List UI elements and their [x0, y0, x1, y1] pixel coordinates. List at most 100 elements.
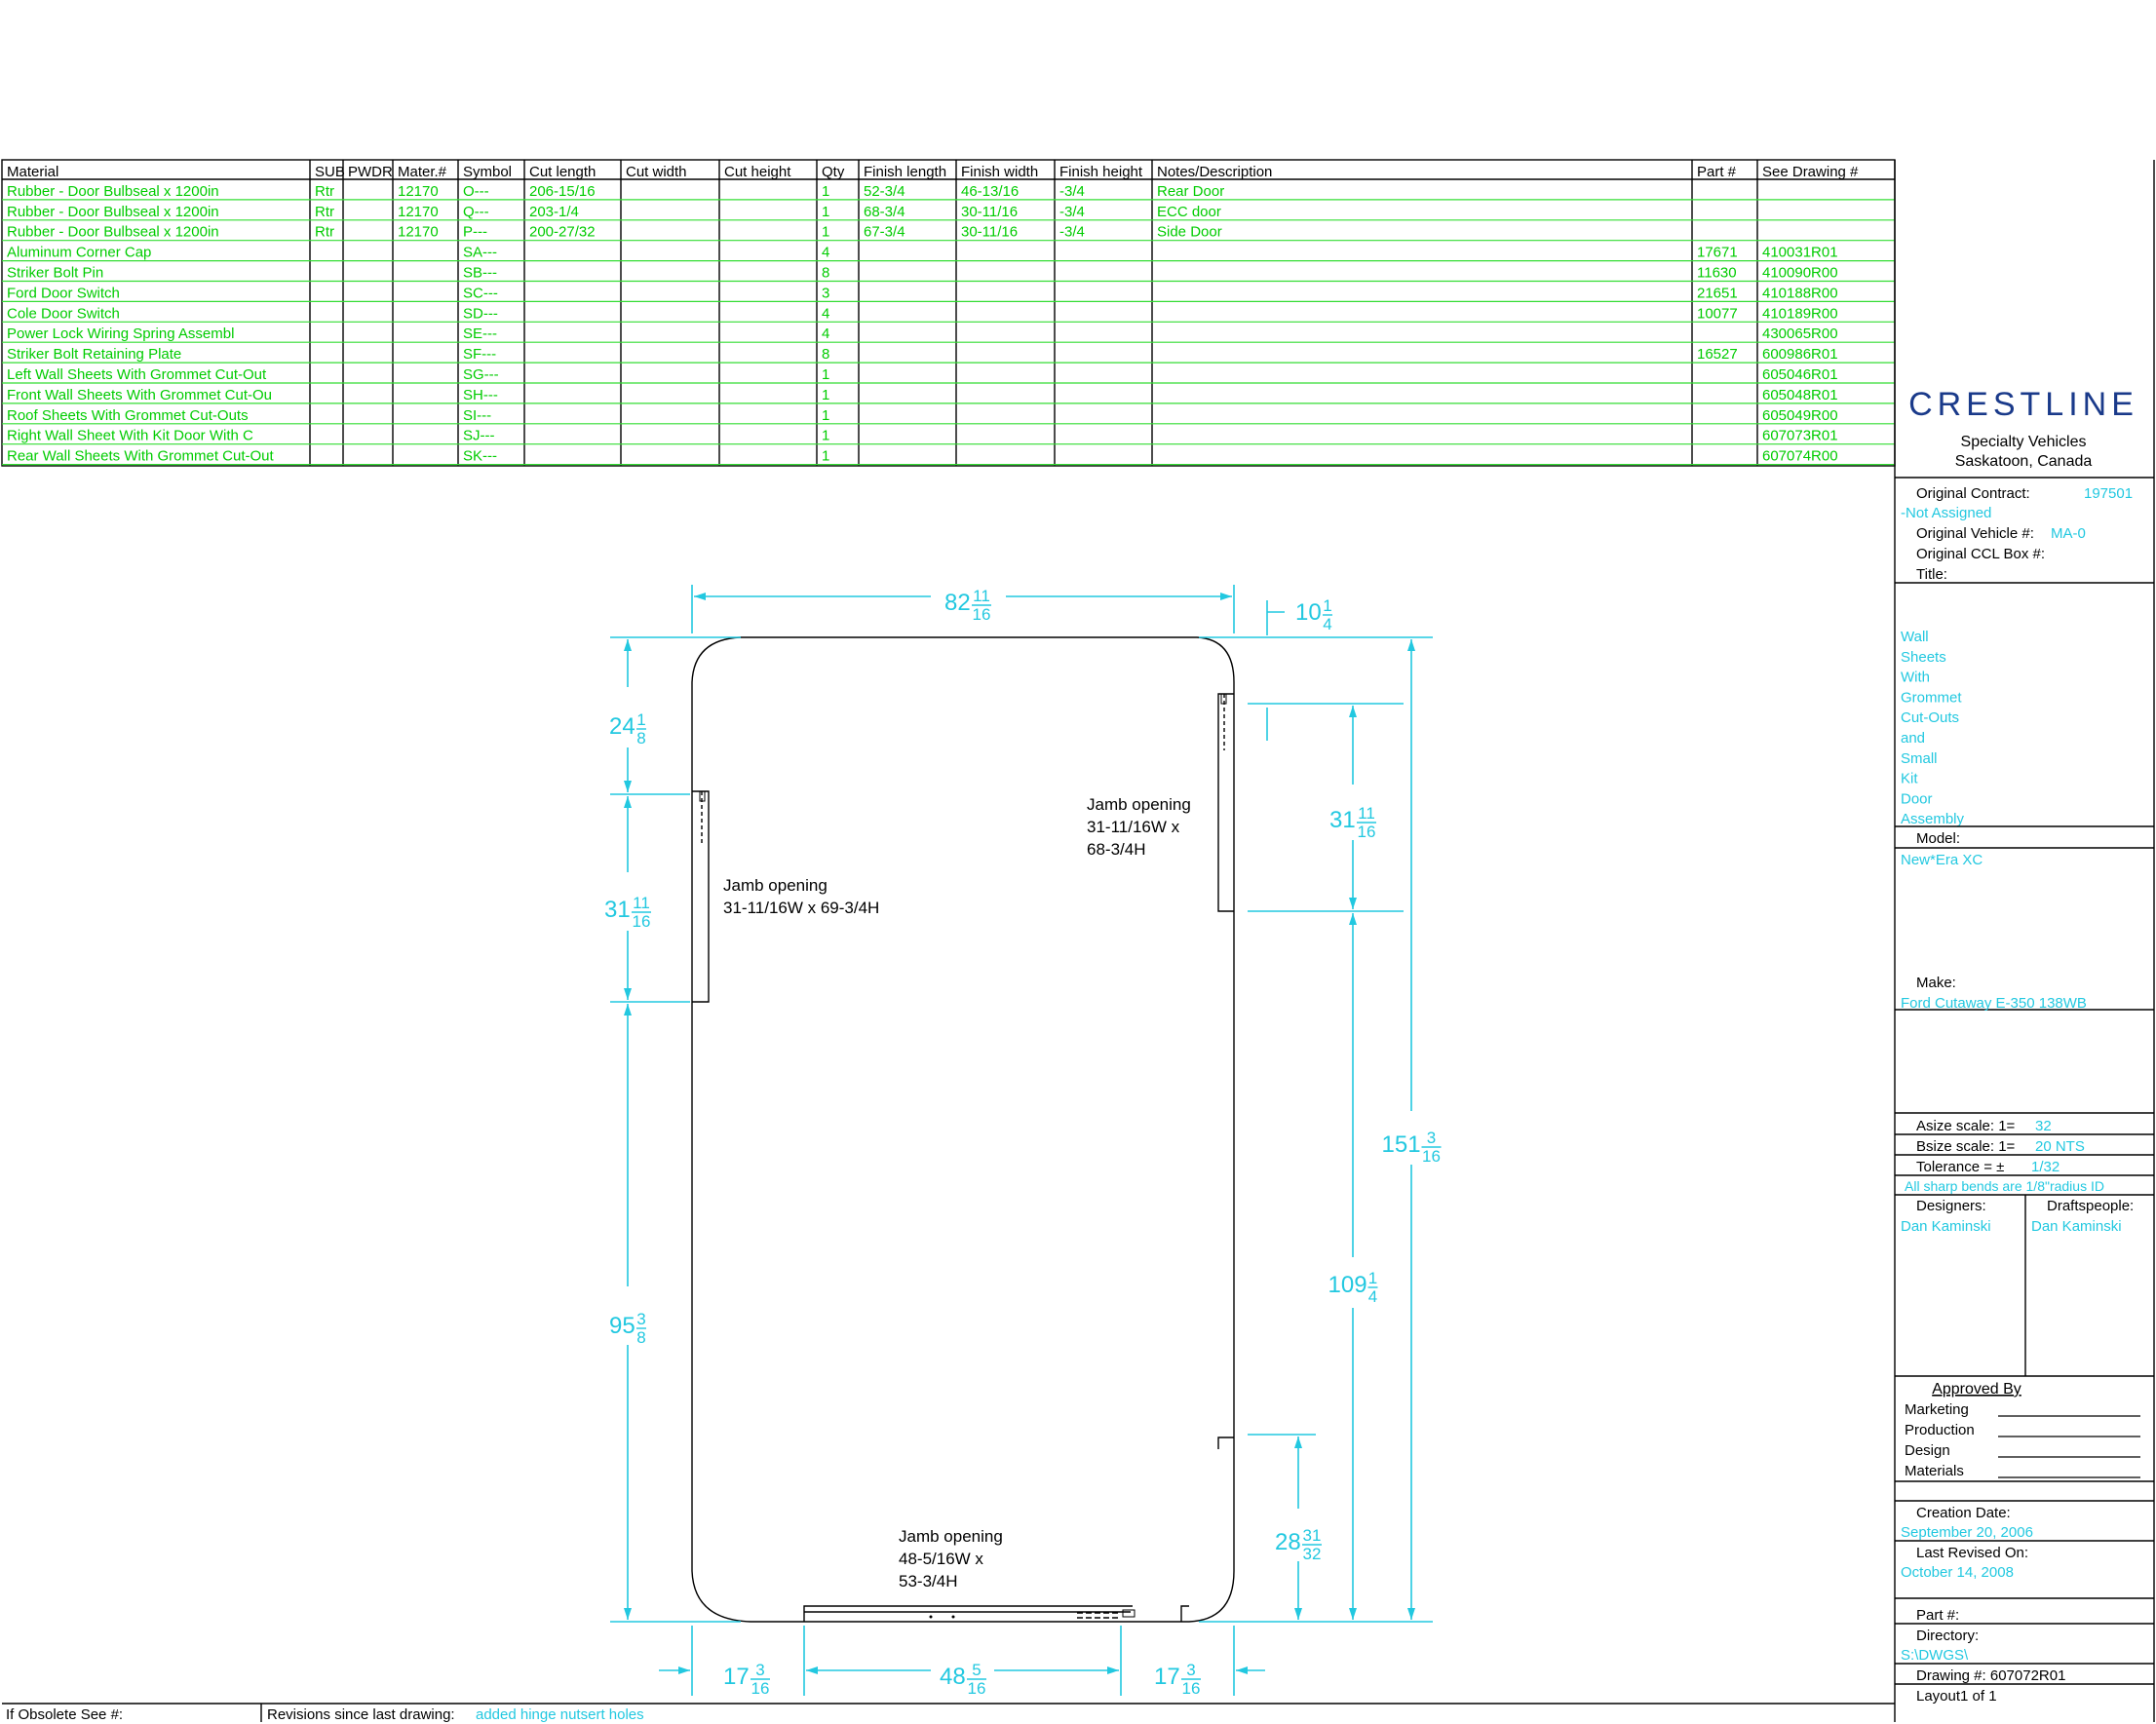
- title-line: Kit: [1901, 771, 1918, 787]
- bom-cell: Side Door: [1157, 224, 1222, 241]
- svg-text:28: 28: [1275, 1529, 1301, 1555]
- svg-text:8: 8: [636, 729, 645, 747]
- bom-cell: -3/4: [1059, 224, 1085, 241]
- dimension-lines: [610, 585, 1433, 1696]
- bom-cell: Front Wall Sheets With Grommet Cut-Ou: [7, 387, 272, 403]
- bom-cell: SI---: [463, 407, 491, 424]
- bom-cell: 12170: [398, 183, 439, 200]
- bom-cell: 68-3/4: [864, 204, 905, 220]
- approval-label: Design: [1905, 1442, 1950, 1459]
- bom-cell: 17671: [1697, 245, 1738, 261]
- svg-text:3: 3: [1427, 1129, 1436, 1147]
- bom-cell: Rear Door: [1157, 183, 1224, 200]
- svg-text:16: 16: [973, 605, 991, 624]
- revised-label: Last Revised On:: [1916, 1545, 2028, 1561]
- bends-note: All sharp bends are 1/8"radius ID: [1905, 1178, 2104, 1194]
- creation-label: Creation Date:: [1916, 1505, 2011, 1521]
- svg-text:16: 16: [1182, 1679, 1201, 1698]
- svg-text:10: 10: [1295, 599, 1322, 626]
- bom-column-header: Part #: [1697, 164, 1737, 180]
- bom-cell: SC---: [463, 285, 498, 301]
- tolerance-value: 1/32: [2031, 1159, 2060, 1175]
- bom-cell: 1: [822, 407, 829, 424]
- bom-cell: Power Lock Wiring Spring Assembl: [7, 326, 234, 342]
- title-line: Assembly: [1901, 811, 1965, 827]
- bom-cell: 16527: [1697, 346, 1738, 363]
- jamb-right-title: Jamb opening: [1087, 795, 1191, 814]
- bom-cell: O---: [463, 183, 489, 200]
- bom-column-header: Mater.#: [398, 164, 447, 180]
- revised-value: October 14, 2008: [1901, 1564, 2014, 1581]
- bom-cell: SB---: [463, 265, 497, 282]
- bom-cell: Rubber - Door Bulbseal x 1200in: [7, 204, 219, 220]
- bom-cell: 1: [822, 183, 829, 200]
- designers-value: Dan Kaminski: [1901, 1218, 1991, 1235]
- bom-column-header: Notes/Description: [1157, 164, 1272, 180]
- svg-text:31: 31: [1329, 807, 1356, 833]
- approval-label: Production: [1905, 1422, 1975, 1438]
- svg-text:16: 16: [968, 1679, 986, 1698]
- bom-cell: Left Wall Sheets With Grommet Cut-Out: [7, 366, 267, 383]
- svg-text:16: 16: [751, 1679, 770, 1698]
- bom-cell: 10077: [1697, 305, 1738, 322]
- bom-column-header: Finish length: [864, 164, 946, 180]
- left-hinge-tab: [699, 790, 706, 802]
- bom-cell: 605049R00: [1762, 407, 1838, 424]
- bom-column-header: Qty: [822, 164, 845, 180]
- company-location: Saskatoon, Canada: [1955, 453, 2093, 470]
- bom-column-header: Symbol: [463, 164, 512, 180]
- asize-value: 32: [2035, 1118, 2052, 1134]
- bottom-jamb-bracket: [803, 1605, 1133, 1622]
- crestline-logo: CRESTLINE: [1908, 386, 2134, 423]
- bom-cell: 12170: [398, 204, 439, 220]
- bom-cell: Rtr: [315, 183, 334, 200]
- bom-cell: 410031R01: [1762, 245, 1838, 261]
- svg-text:82: 82: [944, 590, 971, 616]
- bom-cell: Rubber - Door Bulbseal x 1200in: [7, 183, 219, 200]
- svg-text:48: 48: [940, 1664, 966, 1690]
- bom-cell: 1: [822, 448, 829, 465]
- bom-column-header: Cut height: [724, 164, 791, 180]
- bom-cell: 12170: [398, 224, 439, 241]
- revisions-label: Revisions since last drawing:: [267, 1706, 455, 1723]
- bom-cell: 410090R00: [1762, 265, 1838, 282]
- bom-cell: ECC door: [1157, 204, 1221, 220]
- bom-cell: 607073R01: [1762, 428, 1838, 444]
- svg-text:1: 1: [1368, 1269, 1377, 1287]
- svg-text:31: 31: [604, 897, 631, 923]
- left-jamb-bracket: [692, 790, 710, 1003]
- contract-value: 197501: [2084, 485, 2133, 502]
- svg-text:31: 31: [1303, 1526, 1322, 1545]
- footer: If Obsolete See #: Revisions since last …: [2, 1703, 1895, 1723]
- drafts-value: Dan Kaminski: [2031, 1218, 2122, 1235]
- drafts-label: Draftspeople:: [2047, 1198, 2134, 1214]
- svg-text:17: 17: [723, 1664, 750, 1690]
- bom-cell: 67-3/4: [864, 224, 905, 241]
- bom-cell: SK---: [463, 448, 497, 465]
- bom-cell: 11630: [1697, 265, 1737, 282]
- ccl-label: Original CCL Box #:: [1916, 546, 2045, 562]
- svg-text:95: 95: [609, 1313, 635, 1339]
- bom-cell: Cole Door Switch: [7, 305, 120, 322]
- jamb-left-title: Jamb opening: [723, 876, 828, 895]
- model-value: New*Era XC: [1901, 852, 1983, 868]
- bom-cell: 30-11/16: [961, 204, 1018, 220]
- bom-cell: P---: [463, 224, 487, 241]
- title-line: Small: [1901, 750, 1938, 767]
- revisions-value: added hinge nutsert holes: [476, 1706, 644, 1723]
- contract-label: Original Contract:: [1916, 485, 2030, 502]
